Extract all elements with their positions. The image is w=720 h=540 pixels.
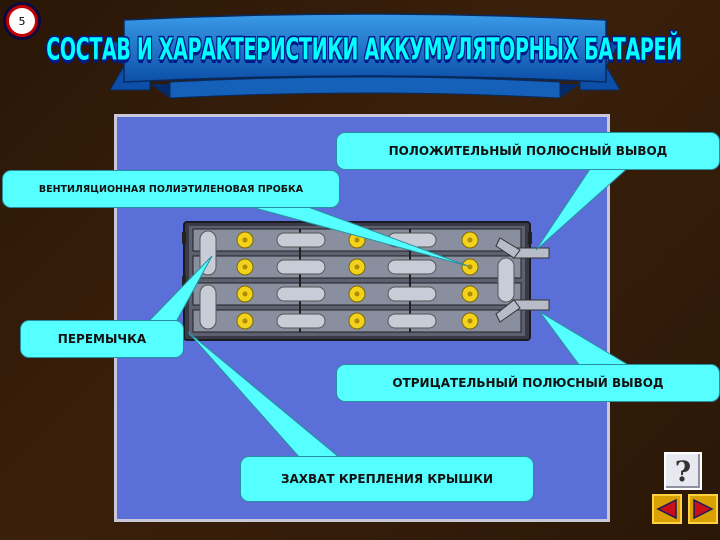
terminal-icon	[495, 237, 550, 323]
forward-arrow-icon	[693, 498, 714, 520]
lid-clamp-callout: ЗАХВАТ КРЕПЛЕНИЯ КРЫШКИ	[240, 456, 534, 502]
slide-number: 5	[9, 8, 35, 34]
jumper-callout: ПЕРЕМЫЧКА	[20, 320, 184, 358]
jumper-label: ПЕРЕМЫЧКА	[57, 332, 147, 346]
next-slide-button[interactable]	[688, 494, 718, 524]
vent-plug-label: ВЕНТИЛЯЦИОННАЯ ПОЛИЭТИЛЕНОВАЯ ПРОБКА	[38, 183, 304, 195]
negative-terminal-callout: ОТРИЦАТЕЛЬНЫЙ ПОЛЮСНЫЙ ВЫВОД	[336, 364, 720, 402]
help-button[interactable]: ?	[664, 452, 702, 490]
question-mark-icon: ?	[674, 454, 692, 488]
slide-number-badge: 5	[3, 2, 41, 40]
page-title: СОСТАВ И ХАРАКТЕРИСТИКИ АККУМУЛЯТОРНЫХ Б…	[46, 32, 682, 68]
prev-slide-button[interactable]	[652, 494, 682, 524]
negative-terminal-label: ОТРИЦАТЕЛЬНЫЙ ПОЛЮСНЫЙ ВЫВОД	[392, 376, 664, 390]
title-banner	[110, 13, 620, 99]
positive-terminal-label: ПОЛОЖИТЕЛЬНЫЙ ПОЛЮСНЫЙ ВЫВОД	[388, 144, 668, 158]
back-arrow-icon	[656, 498, 677, 520]
vent-plug-callout: ВЕНТИЛЯЦИОННАЯ ПОЛИЭТИЛЕНОВАЯ ПРОБКА	[2, 170, 340, 208]
lid-clamp-label: ЗАХВАТ КРЕПЛЕНИЯ КРЫШКИ	[280, 472, 494, 486]
positive-terminal-callout: ПОЛОЖИТЕЛЬНЫЙ ПОЛЮСНЫЙ ВЫВОД	[336, 132, 720, 170]
